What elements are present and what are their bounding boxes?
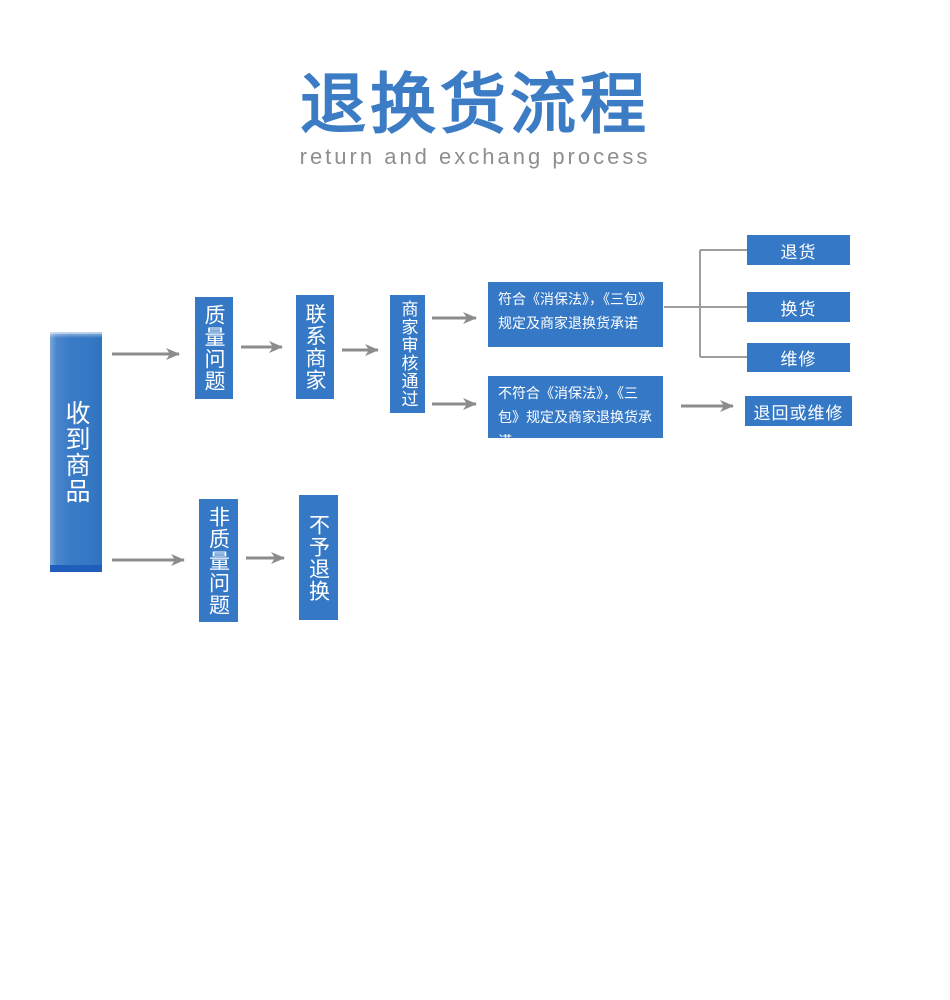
node-no-return-exchange[interactable]: 不予退换 [299, 495, 338, 620]
node-merchant-approved[interactable]: 商家审核通过 [390, 295, 425, 413]
node-start[interactable]: 收到商品 [50, 332, 102, 572]
node-conforms-regulation[interactable]: 符合《消保法》，《三包》规定及商家退换货承诺 [488, 282, 663, 347]
node-not-conforms-regulation[interactable]: 不符合《消保法》，《三包》规定及商家退换货承诺 [488, 376, 663, 450]
edge-bracket-conform [664, 249, 747, 358]
node-send-back-or-repair[interactable]: 退回或维修 [745, 396, 852, 426]
node-repair[interactable]: 维修 [747, 343, 850, 372]
page-subtitle: return and exchang process [299, 144, 651, 169]
node-return-goods[interactable]: 退货 [747, 235, 850, 265]
node-exchange-goods[interactable]: 换货 [747, 292, 850, 322]
node-contact-merchant[interactable]: 联系商家 [296, 295, 334, 399]
page-header: 退换货流程 return and exchang process [0, 68, 950, 170]
page-title: 退换货流程 [300, 66, 650, 143]
node-non-quality-issue[interactable]: 非质量问题 [199, 499, 238, 622]
node-quality-issue[interactable]: 质量问题 [195, 297, 233, 399]
